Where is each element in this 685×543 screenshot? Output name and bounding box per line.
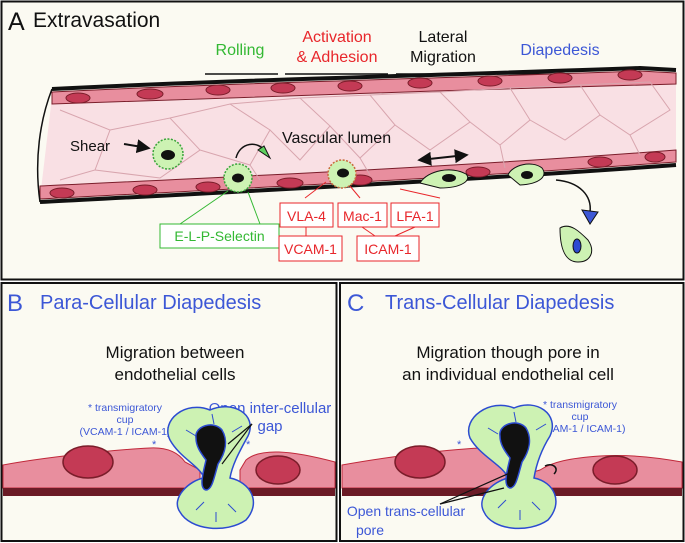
panel-c-cup-line1: * transmigratory <box>543 399 618 411</box>
shear-arrow <box>123 139 151 154</box>
panel-c-letter: C <box>347 290 364 317</box>
svg-text:*: * <box>457 439 462 451</box>
svg-text:*: * <box>246 439 251 451</box>
ligand-vcam1-label: VCAM-1 <box>284 241 337 257</box>
panel-b-title: Para-Cellular Diapedesis <box>40 292 261 314</box>
integrin-vla4-label: VLA-4 <box>287 208 326 224</box>
lateral-migration-arrow <box>417 149 469 166</box>
panel-b-subtitle-2: endothelial cells <box>115 365 236 384</box>
panel-c-pore-line2: pore <box>356 522 384 538</box>
panel-b-cup-line1: * transmigratory <box>88 402 163 414</box>
lumen-cell-outlines <box>59 81 671 181</box>
leukocyte-diapedesis-start <box>507 163 545 186</box>
panel-b-gap-pointers <box>221 423 253 465</box>
panel-b-cup-line3: (VCAM-1 / ICAM-1) <box>79 426 170 438</box>
panel-c-leukocyte <box>467 404 557 530</box>
diapedesis-arrow <box>555 179 591 213</box>
integrin-vla4-box: VLA-4 <box>279 202 334 228</box>
panel-b-gap-line2: gap <box>257 418 282 435</box>
panel-b-subtitle-1: Migration between <box>106 343 245 362</box>
integrin-lfa1-box: LFA-1 <box>390 202 440 228</box>
leukocyte-adhering <box>327 159 357 189</box>
stage-lateral-label: Lateral <box>419 29 468 46</box>
ligand-vcam1-box: VCAM-1 <box>278 235 343 262</box>
leukocyte-flowing <box>152 138 184 170</box>
leukocyte-crawling <box>419 169 469 189</box>
panel-c-pore-line1: Open trans-cellular <box>347 503 466 519</box>
diapedesis-arrowhead <box>581 209 599 225</box>
stage-activation-label: Activation <box>302 29 371 46</box>
adhesion-connectors <box>304 181 441 237</box>
panel-c-title: Trans-Cellular Diapedesis <box>385 292 614 314</box>
panel-a: A Extravasation Rolling Activation & Adh… <box>0 0 685 281</box>
panel-b: B Para-Cellular Diapedesis Migration bet… <box>0 282 338 542</box>
stage-diapedesis-label: Diapedesis <box>520 42 599 59</box>
rolling-arrowhead <box>257 145 272 160</box>
panel-c-cup-line3: (VCAM-1 / ICAM-1) <box>534 423 625 435</box>
integrin-lfa1-label: LFA-1 <box>396 208 434 224</box>
panel-b-leukocyte <box>167 405 255 530</box>
panel-a-title: Extravasation <box>33 9 160 32</box>
integrin-mac1-box: Mac-1 <box>337 202 388 228</box>
panel-c-cup-line2: cup <box>572 411 589 423</box>
svg-text:*: * <box>152 439 157 451</box>
panel-b-letter: B <box>7 290 23 317</box>
panel-c: C Trans-Cellular Diapedesis Migration th… <box>339 282 685 542</box>
ligand-icam1-label: ICAM-1 <box>364 241 412 257</box>
integrin-mac1-label: Mac-1 <box>343 208 382 224</box>
selectin-label: E-L-P-Selectin <box>174 228 264 244</box>
ligand-icam1-box: ICAM-1 <box>356 235 420 262</box>
panel-c-subtitle-2: an individual endothelial cell <box>402 365 614 384</box>
stage-rolling-label: Rolling <box>216 42 265 59</box>
shear-label: Shear <box>70 138 110 155</box>
panel-b-frame <box>0 282 338 542</box>
panel-b-endothelium: * * <box>2 439 336 496</box>
leukocyte-rolling <box>223 163 253 193</box>
top-endothelial-nuclei <box>65 69 643 104</box>
stage-migration-label: Migration <box>410 49 476 66</box>
stage-adhesion-label: & Adhesion <box>297 49 378 66</box>
panel-c-pore-pointers <box>439 471 513 505</box>
panel-c-subtitle-1: Migration though pore in <box>416 343 599 362</box>
selectin-callout: E-L-P-Selectin <box>159 190 280 249</box>
leukocyte-extravasated <box>559 225 593 263</box>
vascular-lumen-label: Vascular lumen <box>282 130 391 147</box>
panel-a-letter: A <box>8 8 25 36</box>
panel-b-cup-line2: cup <box>117 414 134 426</box>
